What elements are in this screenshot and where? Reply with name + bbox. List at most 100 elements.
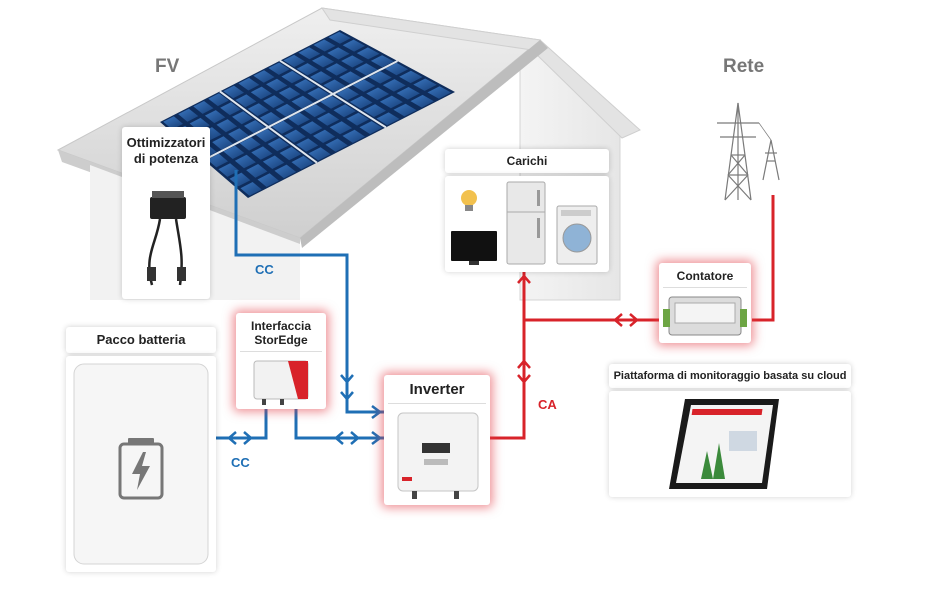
solar-cell	[413, 78, 437, 91]
inverter-card: Inverter	[384, 375, 490, 505]
pv-label: FV	[155, 56, 180, 77]
solar-cell	[223, 145, 245, 159]
solar-cell	[320, 96, 343, 109]
solar-cell	[376, 112, 400, 126]
ac-line-inverter	[490, 272, 526, 440]
optimizers-title: Ottimizzatori di potenza	[126, 135, 206, 166]
solar-cell	[307, 87, 330, 101]
meter-card: Contatore	[659, 263, 751, 343]
solar-cell	[370, 55, 394, 68]
dc-line-storedge	[294, 404, 384, 440]
solar-cell	[281, 70, 303, 84]
solar-cell	[363, 104, 386, 117]
storedge-title: Interfaccia StorEdge	[250, 319, 312, 347]
solar-cell	[328, 31, 351, 44]
solar-cell	[366, 87, 390, 101]
optimizer-icon	[147, 191, 186, 286]
solar-cell	[238, 77, 260, 91]
battery-card	[66, 356, 216, 572]
solar-cell	[220, 102, 241, 116]
loads-card	[445, 176, 609, 272]
solar-cell	[333, 104, 356, 118]
storedge-card: Interfaccia StorEdge	[236, 313, 326, 409]
solar-cell	[234, 154, 256, 169]
solar-cell	[313, 39, 336, 52]
solar-cell	[300, 121, 323, 135]
solar-cell	[427, 86, 452, 99]
cloud-card	[609, 391, 851, 497]
solar-cell	[393, 103, 417, 117]
solar-cell	[246, 164, 268, 178]
solar-cell	[267, 138, 290, 152]
solar-cell	[268, 62, 290, 75]
solar-cell	[240, 182, 262, 196]
solar-cell	[232, 111, 253, 125]
solar-cell	[262, 155, 285, 169]
solar-cell	[284, 129, 306, 143]
solar-cell	[283, 54, 305, 68]
solar-cell	[223, 85, 244, 99]
solar-cell	[317, 112, 340, 126]
washer-icon	[556, 205, 598, 265]
solar-cell	[298, 47, 321, 60]
solar-cell	[208, 93, 229, 107]
battery-icon	[73, 363, 209, 565]
tablet-icon	[669, 399, 779, 489]
solar-cell	[266, 78, 288, 92]
fridge-icon	[506, 181, 546, 265]
solar-cell	[339, 71, 362, 84]
solar-cell	[218, 163, 240, 177]
solar-cell	[257, 173, 279, 187]
solar-cell	[396, 87, 420, 100]
solar-cell	[325, 63, 348, 76]
solar-cell	[291, 95, 314, 109]
solar-cell	[163, 116, 183, 130]
solar-cell	[296, 138, 319, 152]
solar-cell	[272, 120, 294, 134]
dc-label-bottom: CC	[231, 455, 250, 470]
solar-cell	[275, 103, 298, 117]
solar-cell	[313, 129, 336, 143]
ac-label: CA	[538, 397, 557, 412]
tv-icon	[451, 231, 497, 265]
solar-cell	[310, 71, 332, 84]
solar-cell	[304, 104, 327, 118]
solar-cell	[323, 79, 346, 92]
storedge-box-icon	[253, 360, 309, 405]
dc-label-top: CC	[255, 262, 274, 277]
appliances	[451, 181, 598, 265]
solar-cell	[212, 136, 233, 150]
solar-cell	[342, 39, 366, 52]
solar-cell	[244, 120, 265, 134]
loads-title: Carichi	[506, 154, 548, 168]
solar-cell	[346, 112, 369, 126]
solar-cell	[352, 79, 376, 92]
solar-cell	[178, 108, 199, 122]
solar-cell	[204, 110, 226, 124]
solar-cell	[359, 121, 383, 135]
dc-line-battery	[214, 404, 268, 440]
solar-cell	[342, 129, 365, 143]
solar-cell	[327, 47, 350, 60]
solar-cell	[294, 79, 317, 92]
dc-line-pv	[234, 170, 384, 414]
solar-cell	[253, 70, 275, 83]
meter-title: Contatore	[676, 269, 734, 283]
solar-cell	[259, 112, 282, 125]
solar-cell	[312, 55, 335, 68]
cloud-title: Piattaforma di monitoraggio basata su cl…	[613, 370, 847, 382]
solar-cell	[368, 71, 392, 84]
solar-cell	[228, 128, 249, 142]
solar-cell	[235, 94, 257, 108]
cloud-header: Piattaforma di monitoraggio basata su cl…	[609, 364, 851, 388]
solar-cell	[239, 137, 261, 151]
lightbulb-icon	[461, 190, 477, 211]
optimizers-card: Ottimizzatori di potenza	[122, 127, 210, 299]
solar-cell	[288, 112, 310, 126]
solar-cell	[263, 95, 285, 108]
battery-title: Pacco batteria	[96, 332, 186, 347]
solar-cell	[410, 94, 434, 108]
solar-cell	[296, 63, 319, 76]
solar-cell	[279, 146, 302, 161]
